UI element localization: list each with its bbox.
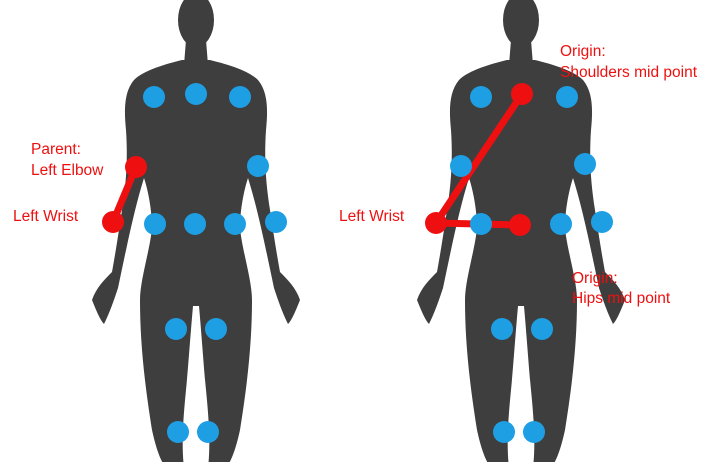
left-hip-joint: [144, 213, 166, 235]
left-wrist-label: Left Wrist: [339, 208, 405, 225]
parent-label-line2: Left Elbow: [31, 162, 104, 179]
hips-origin-label-line2: Hips mid point: [572, 290, 671, 307]
parent-label-line1: Parent:: [31, 141, 81, 158]
left-ankle-joint: [167, 421, 189, 443]
left-elbow-joint-highlighted: [125, 156, 147, 178]
right-elbow-joint: [574, 153, 596, 175]
hips-origin-label-line1: Origin:: [572, 270, 618, 287]
left-shoulder-joint: [143, 86, 165, 108]
left-wrist-label: Left Wrist: [13, 208, 79, 225]
right-figure: Origin: Shoulders mid point Left Wrist O…: [339, 0, 698, 462]
left-figure: Parent: Left Elbow Left Wrist: [13, 0, 300, 462]
hips-mid-joint-highlighted: [509, 214, 531, 236]
right-wrist-joint: [265, 211, 287, 233]
right-wrist-joint: [591, 211, 613, 233]
left-hip-joint: [470, 213, 492, 235]
right-hip-joint: [550, 213, 572, 235]
right-shoulder-joint: [556, 86, 578, 108]
left-ankle-joint: [493, 421, 515, 443]
shoulders-origin-label-line1: Origin:: [560, 43, 606, 60]
neck-joint: [185, 83, 207, 105]
right-hip-joint: [224, 213, 246, 235]
left-knee-joint: [491, 318, 513, 340]
left-wrist-joint-highlighted: [102, 211, 124, 233]
left-elbow-joint: [450, 155, 472, 177]
pelvis-joint: [184, 213, 206, 235]
right-ankle-joint: [523, 421, 545, 443]
right-shoulder-joint: [229, 86, 251, 108]
left-knee-joint: [165, 318, 187, 340]
left-wrist-joint-highlighted: [425, 212, 447, 234]
shoulders-mid-joint-highlighted: [511, 83, 533, 105]
right-elbow-joint: [247, 155, 269, 177]
right-ankle-joint: [197, 421, 219, 443]
right-knee-joint: [205, 318, 227, 340]
left-shoulder-joint: [470, 86, 492, 108]
right-knee-joint: [531, 318, 553, 340]
shoulders-origin-label-line2: Shoulders mid point: [560, 64, 698, 81]
